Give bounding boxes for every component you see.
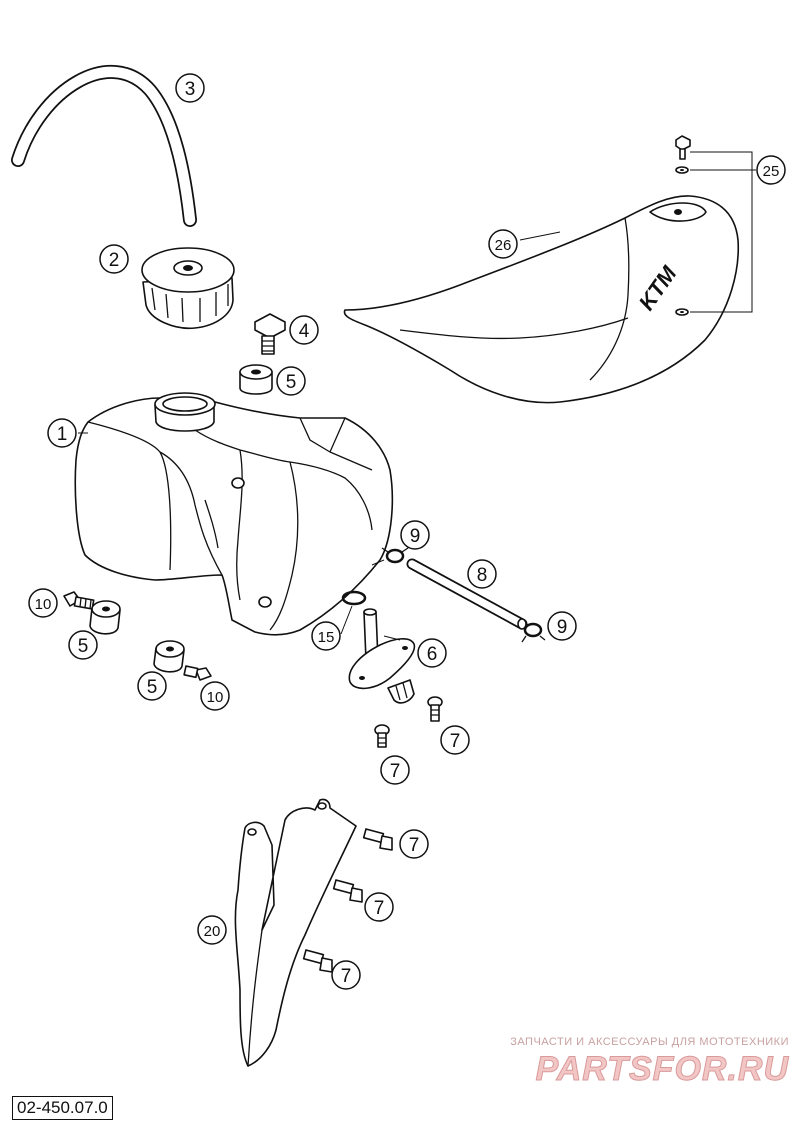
svg-text:9: 9 [557, 617, 568, 638]
svg-text:3: 3 [185, 79, 196, 100]
fuel-line [406, 558, 528, 630]
callout-10-mid: 10 [200, 681, 230, 711]
o-ring [341, 590, 367, 606]
callout-9-lower: 9 [547, 611, 577, 641]
screw-tap-left [374, 724, 390, 748]
rubber-spacer-mid [153, 640, 185, 673]
svg-text:26: 26 [495, 237, 512, 254]
tank-bolt-left-lower [183, 665, 212, 681]
callout-25: 25 [756, 155, 786, 185]
rubber-spacer-top [239, 364, 273, 395]
svg-text:8: 8 [477, 565, 488, 586]
svg-text:1: 1 [57, 424, 68, 445]
svg-text:7: 7 [409, 835, 420, 856]
svg-text:5: 5 [286, 372, 297, 393]
callout-5-left: 5 [68, 630, 98, 660]
fuel-cap [141, 247, 235, 330]
fuel-tap [348, 608, 416, 704]
svg-text:6: 6 [427, 644, 438, 665]
svg-text:5: 5 [147, 677, 158, 698]
callout-7-tap-left: 7 [380, 755, 410, 785]
svg-text:10: 10 [207, 689, 224, 706]
fuel-tank [74, 392, 394, 636]
svg-text:7: 7 [390, 761, 401, 782]
tank-shield [234, 798, 357, 1067]
hose-clip-upper [381, 547, 409, 564]
callout-8: 8 [467, 559, 497, 589]
callout-1: 1 [47, 418, 77, 448]
callout-20: 20 [197, 915, 227, 945]
seat: KTM [343, 195, 740, 404]
diagram-code: 02-450.07.0 [12, 1096, 113, 1120]
leader-lines [78, 151, 756, 641]
callout-15: 15 [311, 621, 341, 651]
svg-text:10: 10 [35, 596, 52, 613]
callout-2: 2 [99, 244, 129, 274]
callout-5-mid: 5 [137, 671, 167, 701]
screw-shield-2 [332, 879, 363, 903]
svg-text:20: 20 [204, 923, 221, 940]
watermark: ЗАПЧАСТИ И АКСЕССУАРЫ ДЛЯ МОТОТЕХНИКИ PA… [510, 1036, 790, 1089]
callout-7-tap-right: 7 [440, 725, 470, 755]
svg-text:2: 2 [109, 250, 120, 271]
tank-bolt-top [254, 313, 286, 355]
callout-10-left: 10 [28, 588, 58, 618]
vent-hose [11, 64, 197, 227]
callout-6: 6 [417, 638, 447, 668]
watermark-brand: PARTSFOR.RU [536, 1050, 790, 1088]
tank-bolt-left-upper [63, 591, 95, 610]
callout-9-upper: 9 [400, 520, 430, 550]
screw-shield-1 [362, 828, 393, 851]
svg-text:7: 7 [341, 966, 352, 987]
callout-26: 26 [488, 229, 518, 259]
hose-clip-lower [521, 622, 546, 643]
callout-4: 4 [289, 315, 319, 345]
callout-7-shield-2: 7 [364, 892, 394, 922]
rubber-spacer-left [89, 600, 121, 635]
svg-text:15: 15 [318, 629, 335, 646]
svg-text:7: 7 [450, 731, 461, 752]
callout-5-top: 5 [276, 366, 306, 396]
screw-shield-3 [302, 949, 333, 973]
seat-bolt [675, 135, 691, 316]
screw-tap-right [427, 696, 443, 722]
callout-3: 3 [175, 73, 205, 103]
svg-text:9: 9 [410, 526, 421, 547]
svg-text:7: 7 [374, 898, 385, 919]
svg-text:5: 5 [78, 636, 89, 657]
callout-7-shield-3: 7 [331, 960, 361, 990]
watermark-caption: ЗАПЧАСТИ И АКСЕССУАРЫ ДЛЯ МОТОТЕХНИКИ [510, 1036, 789, 1048]
callout-7-shield-1: 7 [399, 829, 429, 859]
svg-text:4: 4 [299, 321, 310, 342]
svg-text:25: 25 [763, 163, 780, 180]
